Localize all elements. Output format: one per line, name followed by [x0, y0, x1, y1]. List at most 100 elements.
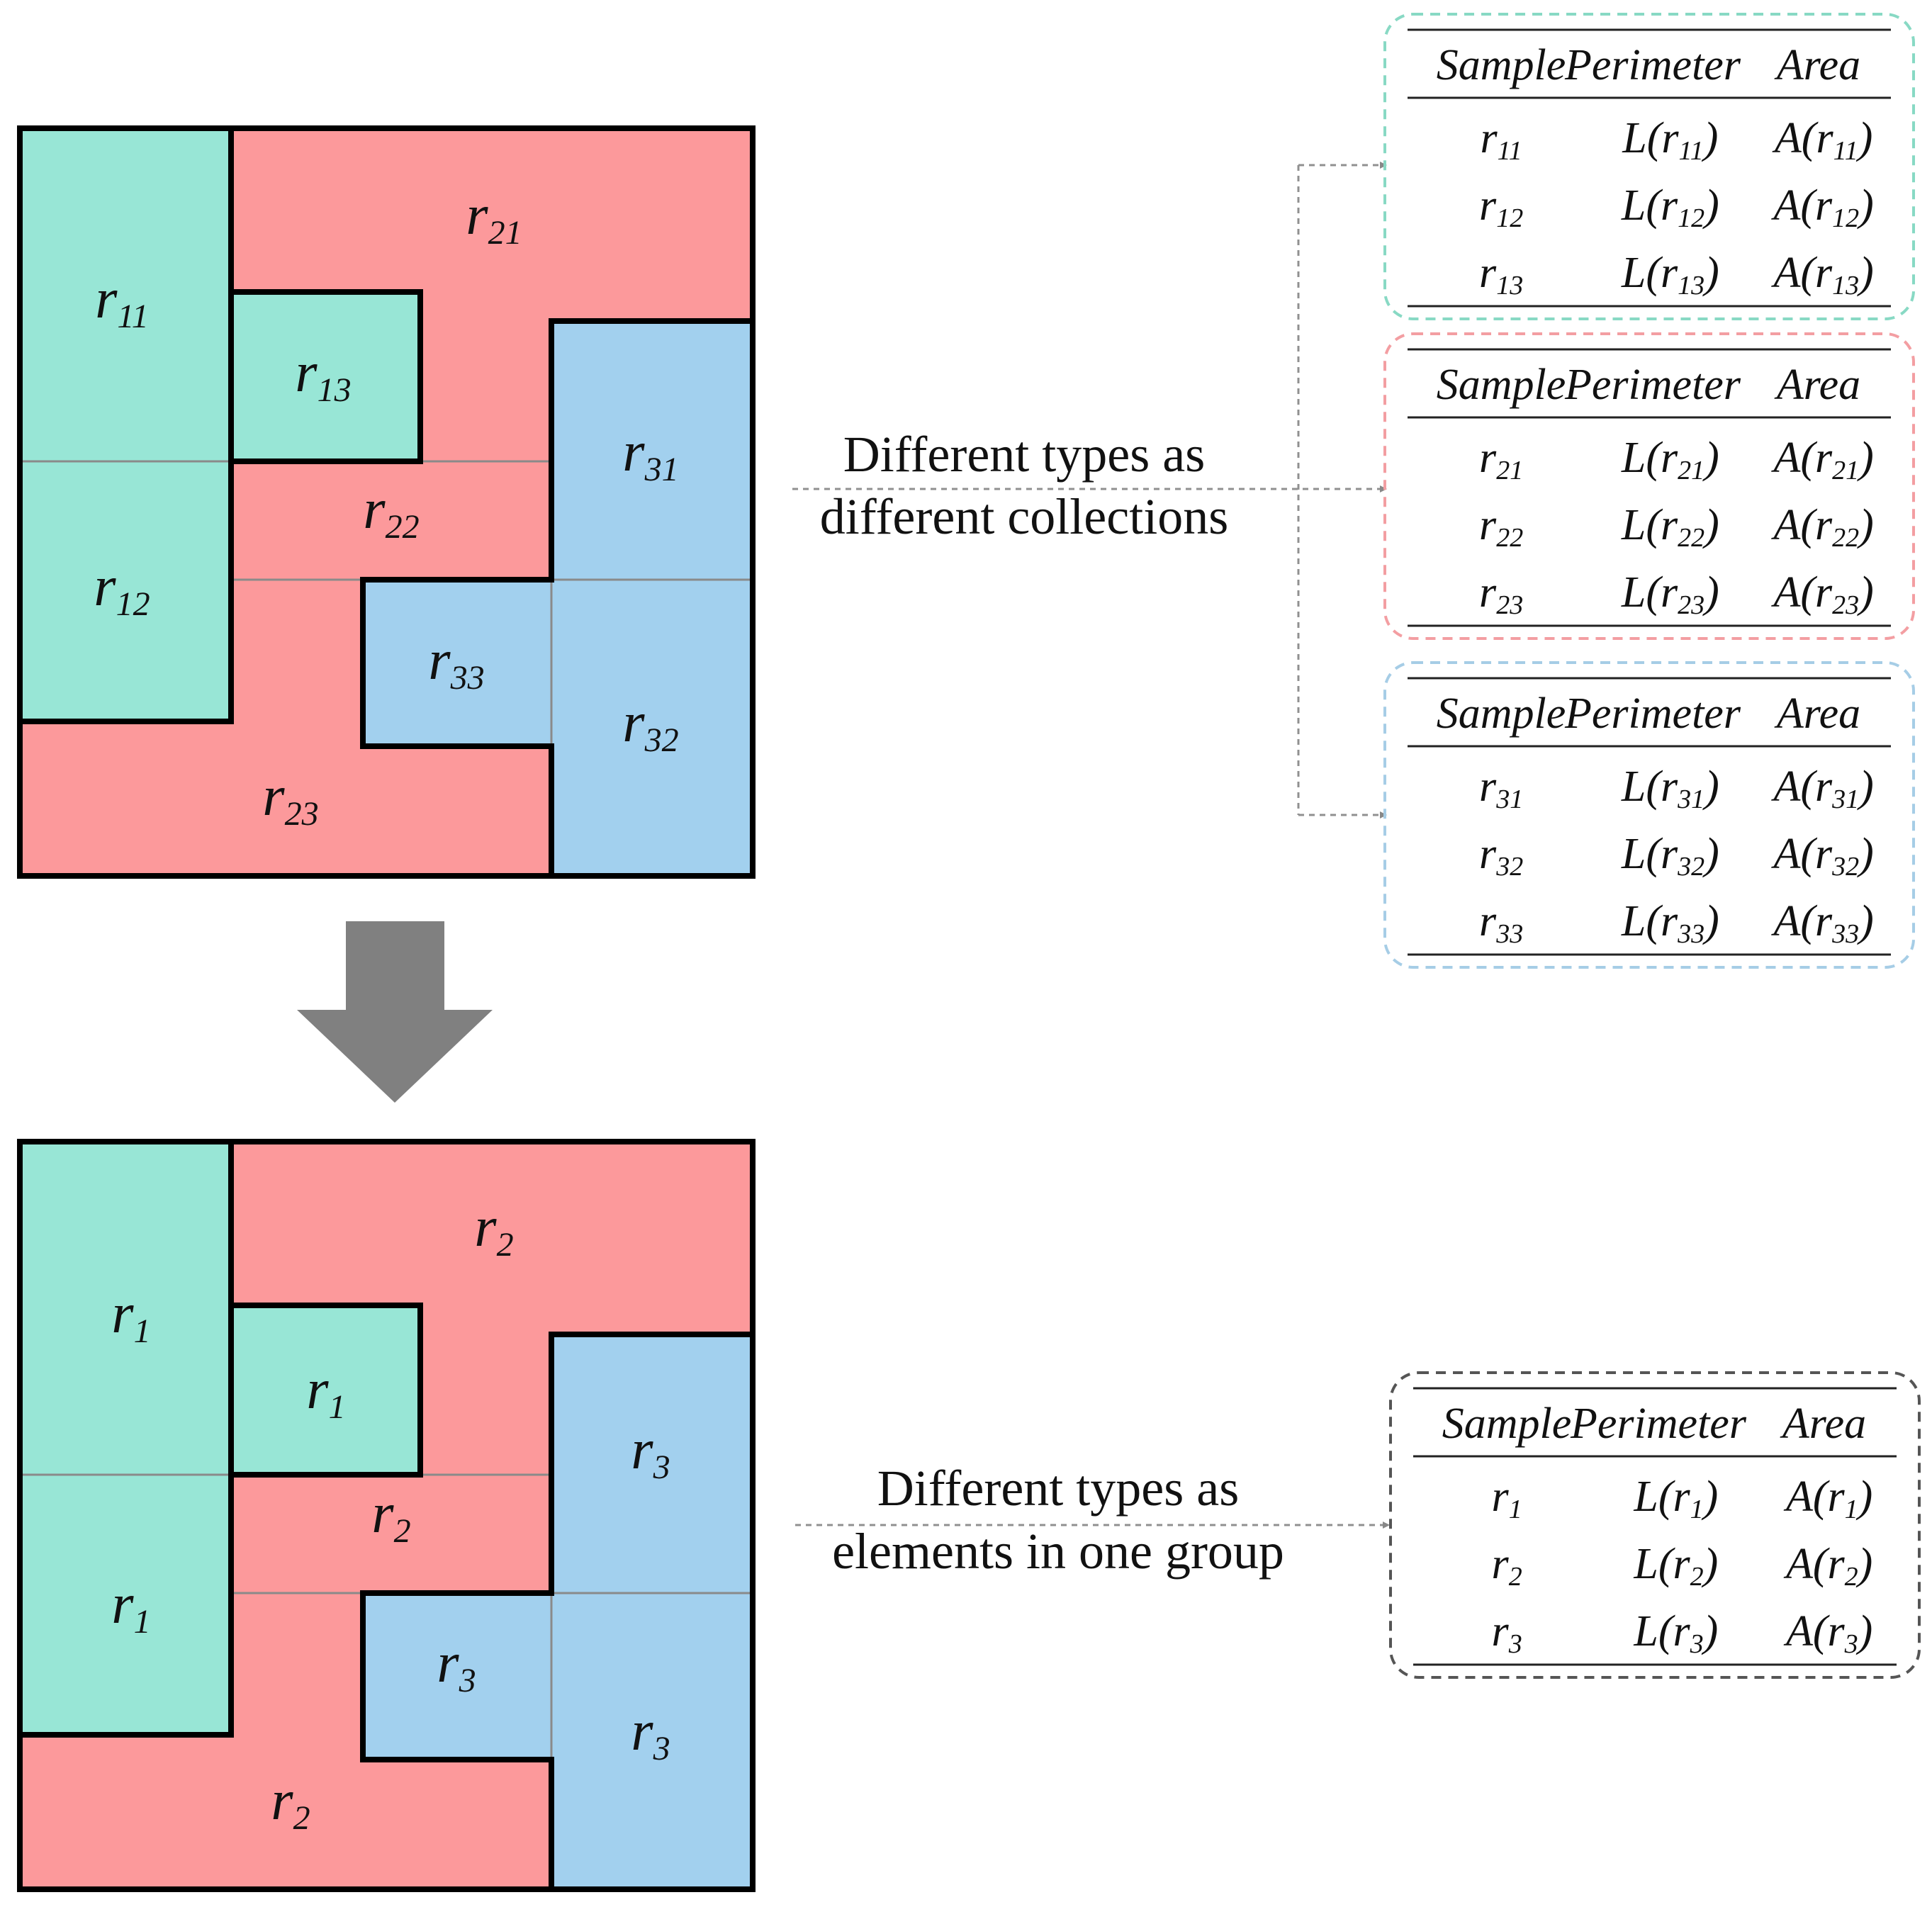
table-header-sample: Sample [1437, 690, 1566, 738]
bottom-region-label-r2-4: r2 [371, 1483, 410, 1550]
bottom-region-label-r1-1: r1 [306, 1358, 345, 1426]
table-cell-perimeter: L(r32) [1621, 830, 1719, 882]
top-region-label-r21-3: r21 [466, 184, 522, 252]
table-cell-sample: r1 [1492, 1473, 1522, 1524]
bottom-region-outlines [17, 1139, 756, 1892]
region-r3-c [551, 1593, 753, 1889]
top-region-label-r33-7: r33 [428, 629, 484, 697]
table-cell-perimeter: L(r22) [1621, 501, 1719, 553]
region-r33 [363, 580, 551, 746]
table-cell-area: A(r33) [1771, 897, 1874, 949]
region-r23 [20, 580, 551, 876]
table-dashed-border [1383, 13, 1915, 320]
top-region-label-r13-1: r13 [295, 342, 351, 409]
table-cell-perimeter: L(r23) [1621, 568, 1719, 620]
table-cell-sample: r21 [1479, 434, 1523, 485]
bottom-region-label-r1-2: r1 [111, 1573, 150, 1641]
table-cell-perimeter: L(r13) [1621, 249, 1719, 300]
bottom-region-label-r1-0: r1 [111, 1283, 150, 1350]
table-header-sample: Sample [1437, 41, 1566, 89]
bottom-region-label-r2-5: r2 [271, 1770, 310, 1837]
table-cell-area: A(r3) [1783, 1607, 1872, 1659]
table-cell-sample: r23 [1479, 568, 1523, 620]
table-dashed-border [1389, 1371, 1921, 1679]
top-description-line-1: Different types as [843, 426, 1206, 483]
region-r21 [231, 128, 753, 461]
table-cell-area: A(r12) [1771, 181, 1874, 233]
table-cell-perimeter: L(r3) [1633, 1607, 1718, 1659]
table-cell-perimeter: L(r12) [1621, 181, 1719, 233]
bottom-region-map: r1 r1 r1 r2 r2 r2 r3 r3 r3 [17, 1139, 756, 1892]
bottom-region-label-r3-6: r3 [631, 1419, 670, 1486]
table-cell-sample: r22 [1479, 501, 1523, 553]
table-cell-area: A(r32) [1771, 830, 1874, 882]
table-cell-sample: r33 [1479, 897, 1523, 949]
table-cell-area: A(r31) [1771, 763, 1874, 814]
top-region-label-r31-6: r31 [622, 421, 678, 488]
bottom-description-line-2: elements in one group [832, 1523, 1284, 1580]
region-r22 [231, 461, 551, 580]
table-dashed-border [1383, 661, 1915, 969]
table-cell-perimeter: L(r33) [1621, 897, 1719, 949]
top-connectors [792, 162, 1387, 819]
table-dashed-border [1383, 332, 1915, 640]
region-r1-b [231, 1305, 420, 1475]
table-cell-area: A(r13) [1771, 249, 1874, 300]
region-r31 [551, 321, 753, 580]
table-cell-area: A(r21) [1771, 434, 1874, 485]
table-cell-perimeter: L(r31) [1621, 763, 1719, 814]
region-r12 [20, 461, 231, 721]
region-r13 [231, 292, 420, 461]
region-r2-b [231, 1475, 551, 1593]
bottom-region-label-r3-7: r3 [437, 1632, 476, 1699]
region-r11 [20, 128, 231, 461]
top-region-label-r32-8: r32 [622, 692, 678, 759]
table-cell-area: A(r22) [1771, 501, 1874, 553]
region-r3-b [363, 1593, 551, 1760]
table-header-area: Area [1774, 690, 1860, 738]
top-region-label-r23-5: r23 [262, 765, 318, 833]
table-header-sample: Sample [1437, 361, 1566, 409]
table-cell-sample: r12 [1479, 181, 1523, 233]
table-cell-sample: r2 [1492, 1540, 1522, 1592]
top-region-label-r12-2: r12 [94, 556, 150, 623]
top-description-line-2: different collections [820, 488, 1228, 545]
table-cell-sample: r11 [1480, 114, 1522, 166]
table-header-sample: Sample [1442, 1400, 1572, 1448]
region-r3-a [551, 1334, 753, 1593]
top-region-label-r22-4: r22 [363, 478, 419, 546]
top-region-label-r11-0: r11 [95, 268, 149, 335]
region-r2-c [20, 1593, 551, 1889]
table-cell-sample: r3 [1492, 1607, 1522, 1659]
table-cell-perimeter: L(r1) [1633, 1473, 1718, 1524]
table-cell-area: A(r23) [1771, 568, 1874, 620]
table-header-perimeter: Perimeter [1570, 1400, 1747, 1448]
table-header-perimeter: Perimeter [1564, 361, 1741, 409]
region-r1-c [20, 1475, 231, 1735]
table-cell-area: A(r11) [1772, 114, 1873, 166]
table-cell-perimeter: L(r2) [1633, 1540, 1718, 1592]
bottom-description-line-1: Different types as [877, 1460, 1240, 1517]
table-cell-area: A(r1) [1783, 1473, 1872, 1524]
table-header-perimeter: Perimeter [1564, 690, 1741, 738]
table-cell-perimeter: L(r11) [1622, 114, 1718, 166]
bottom-region-label-r2-3: r2 [474, 1196, 513, 1264]
table-cell-area: A(r2) [1783, 1540, 1872, 1592]
region-r32 [551, 580, 753, 876]
top-region-map: r11 r13 r12 r21 r22 r23 r31 r33 r32 [17, 125, 756, 879]
top-region-outlines [17, 125, 756, 879]
table-header-area: Area [1780, 1400, 1866, 1448]
bottom-region-label-r3-8: r3 [631, 1700, 670, 1767]
table-header-perimeter: Perimeter [1564, 41, 1741, 89]
table-header-area: Area [1774, 361, 1860, 409]
table-cell-sample: r32 [1479, 830, 1523, 882]
region-r1-a [20, 1142, 231, 1475]
down-arrow-icon [297, 921, 493, 1103]
table-header-area: Area [1774, 41, 1860, 89]
region-r2-a [231, 1142, 753, 1475]
table-cell-sample: r31 [1479, 763, 1523, 814]
